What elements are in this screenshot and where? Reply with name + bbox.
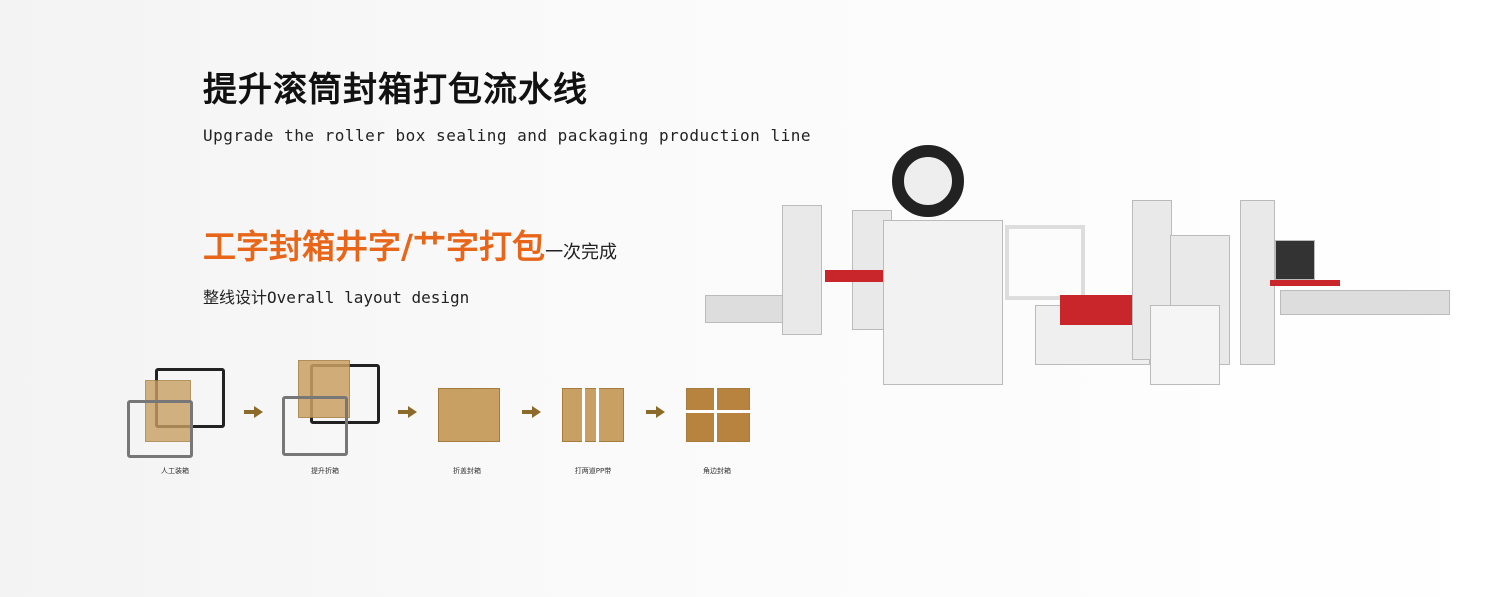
design-caption: 整线设计Overall layout design [203,288,470,307]
arrow-right-icon [398,406,418,418]
step-label: 折盖封箱 [453,467,481,475]
step-fold-seal-icon [435,360,545,460]
step-label: 人工装箱 [161,467,189,475]
feature-slogan: 工字封箱井字/艹字打包一次完成 [203,220,617,268]
page-subtitle: Upgrade the roller box sealing and packa… [203,126,811,145]
step-manual-packing-icon [125,360,235,460]
arrow-right-icon [646,406,666,418]
page-title: 提升滚筒封箱打包流水线 [203,70,588,110]
step-label: 打两道PP带 [574,467,612,475]
slogan-main: 工字封箱井字/艹字打包 [203,227,546,266]
production-line-image [700,140,1460,430]
step-label: 角边封箱 [703,467,731,475]
step-lift-fold-icon [280,360,390,460]
step-label: 提升折箱 [311,467,339,475]
slogan-suffix: 一次完成 [545,242,618,263]
arrow-right-icon [522,406,542,418]
step-corner-seal-icon [684,360,794,460]
step-strap-icon [560,360,670,460]
arrow-right-icon [244,406,264,418]
